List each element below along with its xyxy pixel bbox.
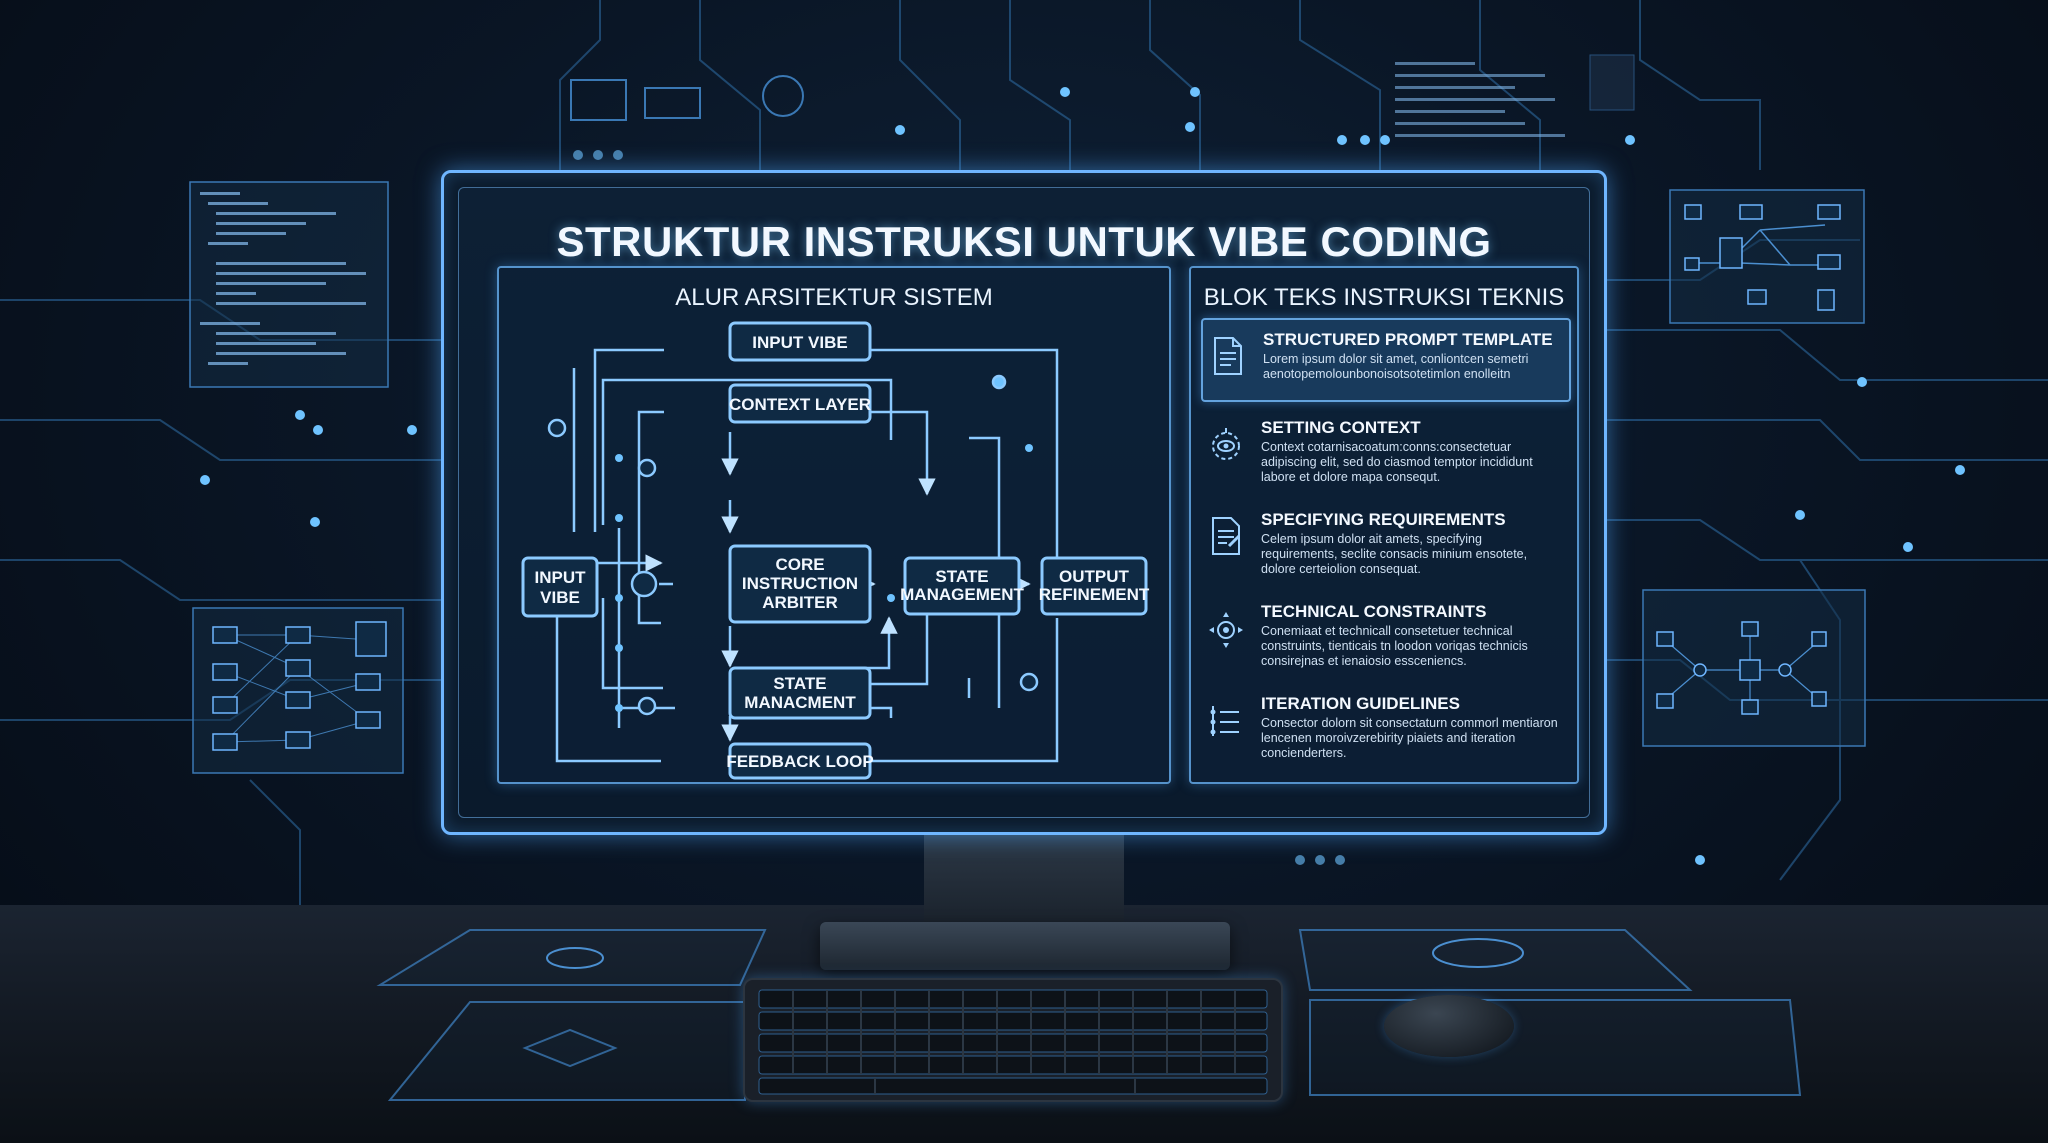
instructions-panel-title: BLOK TEKS INSTRUKSI TEKNIS [1203, 284, 1565, 311]
node-label: ARBITER [762, 593, 838, 612]
code-panel-left [189, 181, 389, 388]
node-context-layer [728, 383, 872, 424]
instruction-desc: Celem ipsum dolor ait amets, specifying … [1261, 532, 1528, 576]
monitor-stand-base [820, 922, 1230, 970]
node-label: CORE [775, 555, 824, 574]
flowchart-panel-right [1669, 189, 1865, 324]
node-label: MANACMENT [744, 693, 856, 712]
instructions-panel: BLOK TEKS INSTRUKSI TEKNIS STRUCTURED PR… [1189, 266, 1579, 784]
instruction-title: SETTING CONTEXT [1261, 418, 1421, 437]
instruction-desc: Lorem ipsum dolor sit amet, conliontcen … [1263, 352, 1529, 381]
instruction-title: STRUCTURED PROMPT TEMPLATE [1263, 330, 1553, 349]
node-label: INPUT [535, 568, 587, 587]
node-label: FEEDBACK LOOP [726, 752, 873, 771]
document-icon [1214, 337, 1242, 375]
node-label: CONTEXT LAYER [729, 395, 871, 414]
crosshair-icon [1209, 612, 1243, 648]
node-feedback-loop [728, 742, 872, 780]
code-lines-top [1395, 54, 1635, 137]
architecture-panel: ALUR ARSITEKTUR SISTEM [497, 266, 1171, 784]
node-state-management-right [903, 556, 1021, 616]
node-label: INSTRUCTION [742, 574, 858, 593]
monitor: STRUKTUR INSTRUKSI UNTUK VIBE CODING ALU… [441, 170, 1607, 835]
architecture-flow-diagram: INPUT VIBE CONTEXT LAYER INPUT VIBE CORE… [521, 321, 1150, 780]
instruction-desc: Consector dolorn sit consectaturn commor… [1261, 716, 1558, 760]
page-title: STRUKTUR INSTRUKSI UNTUK VIBE CODING [556, 218, 1492, 265]
instruction-title: SPECIFYING REQUIREMENTS [1261, 510, 1506, 529]
node-output-refinement [1040, 556, 1148, 616]
instruction-item-structured-prompt[interactable]: STRUCTURED PROMPT TEMPLATE Lorem ipsum d… [1201, 318, 1571, 402]
instruction-item-setting-context[interactable]: SETTING CONTEXT Context cotarnisacoatum:… [1201, 408, 1567, 490]
list-icon [1210, 706, 1239, 736]
node-label: STATE [773, 674, 826, 693]
network-diagram-panel-left [192, 607, 404, 774]
mouse [1384, 995, 1514, 1057]
keyboard [743, 978, 1283, 1102]
node-input-vibe-top [728, 321, 872, 362]
checklist-document-icon [1212, 517, 1241, 555]
node-label: STATE [935, 567, 988, 586]
top-left-ornaments [570, 75, 804, 121]
instruction-desc: Context cotarnisacoatum:conns:consectetu… [1261, 440, 1533, 484]
monitor-stand-neck [924, 835, 1124, 925]
instruction-desc: Conemiaat et technicall consetetuer tech… [1261, 624, 1528, 668]
node-label: VIBE [540, 588, 580, 607]
target-eye-icon [1212, 428, 1240, 460]
node-label: OUTPUT [1059, 567, 1130, 586]
keyboard-keys [758, 989, 1268, 1095]
monitor-screen: STRUKTUR INSTRUKSI UNTUK VIBE CODING ALU… [458, 187, 1590, 818]
instruction-title: TECHNICAL CONSTRAINTS [1261, 602, 1487, 621]
node-label: REFINEMENT [1039, 585, 1150, 604]
node-label: INPUT VIBE [752, 333, 847, 352]
node-label: MANAGEMENT [900, 585, 1024, 604]
instruction-title: ITERATION GUIDELINES [1261, 694, 1460, 713]
node-input-vibe-left [521, 556, 599, 618]
architecture-panel-title: ALUR ARSITEKTUR SISTEM [675, 284, 993, 311]
instruction-item-technical-constraints[interactable]: TECHNICAL CONSTRAINTS Conemiaat et techn… [1201, 592, 1567, 674]
instruction-item-specifying-requirements[interactable]: SPECIFYING REQUIREMENTS Celem ipsum dolo… [1201, 500, 1567, 582]
network-panel-right [1642, 589, 1866, 747]
node-core-instruction-arbiter [728, 544, 872, 624]
instruction-item-iteration-guidelines[interactable]: ITERATION GUIDELINES Consector dolorn si… [1201, 684, 1567, 766]
node-state-management-bottom [728, 666, 872, 720]
